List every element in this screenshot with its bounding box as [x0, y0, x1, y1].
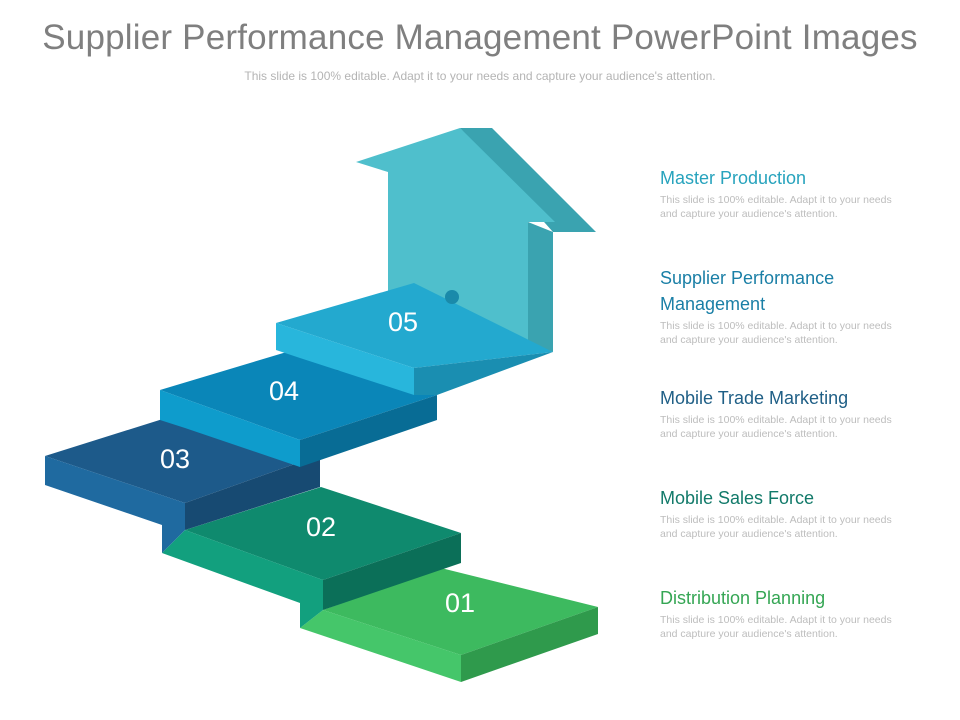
step-05-top — [276, 283, 553, 368]
legend-item-description: This slide is 100% editable. Adapt it to… — [660, 194, 892, 220]
arrow-head-side — [460, 128, 596, 232]
step-03-front — [45, 456, 185, 553]
step-04-top — [160, 348, 437, 440]
legend-item-title: Master Production — [660, 168, 807, 188]
step-number-05: 05 — [388, 307, 418, 337]
arrow-side-face — [528, 222, 553, 352]
step-01-top — [323, 568, 598, 655]
step-05-peg — [445, 290, 459, 304]
step-labels: 01 02 03 04 05 — [160, 307, 475, 618]
legend-item-title: Supplier Performance Management — [660, 268, 835, 314]
step-05-side — [414, 352, 553, 395]
step-05-front — [276, 323, 414, 395]
step-02-top — [185, 487, 461, 580]
slide-subtitle: This slide is 100% editable. Adapt it to… — [244, 69, 716, 83]
legend-item-title: Mobile Trade Marketing — [660, 388, 849, 408]
legend-item-description: This slide is 100% editable. Adapt it to… — [660, 414, 892, 440]
step-number-03: 03 — [160, 444, 190, 474]
legend-item-title: Mobile Sales Force — [660, 488, 815, 508]
legend-item-description: This slide is 100% editable. Adapt it to… — [660, 514, 892, 540]
slide-title: Supplier Performance Management PowerPoi… — [42, 18, 918, 57]
step-number-01: 01 — [445, 588, 475, 618]
step-number-02: 02 — [306, 512, 336, 542]
step-03-side — [185, 455, 320, 530]
step-number-04: 04 — [269, 376, 299, 406]
legend-item-description: This slide is 100% editable. Adapt it to… — [660, 614, 892, 640]
step-01-front — [300, 610, 461, 682]
step-01-side — [461, 607, 598, 682]
legend-item-title: Distribution Planning — [660, 588, 826, 608]
step-04 — [160, 348, 437, 467]
step-04-front — [160, 390, 300, 467]
step-04-side — [300, 395, 437, 467]
step-02-front — [162, 530, 323, 628]
legend-item-description: This slide is 100% editable. Adapt it to… — [660, 320, 892, 346]
step-05 — [276, 283, 553, 395]
step-02-side — [323, 533, 461, 610]
